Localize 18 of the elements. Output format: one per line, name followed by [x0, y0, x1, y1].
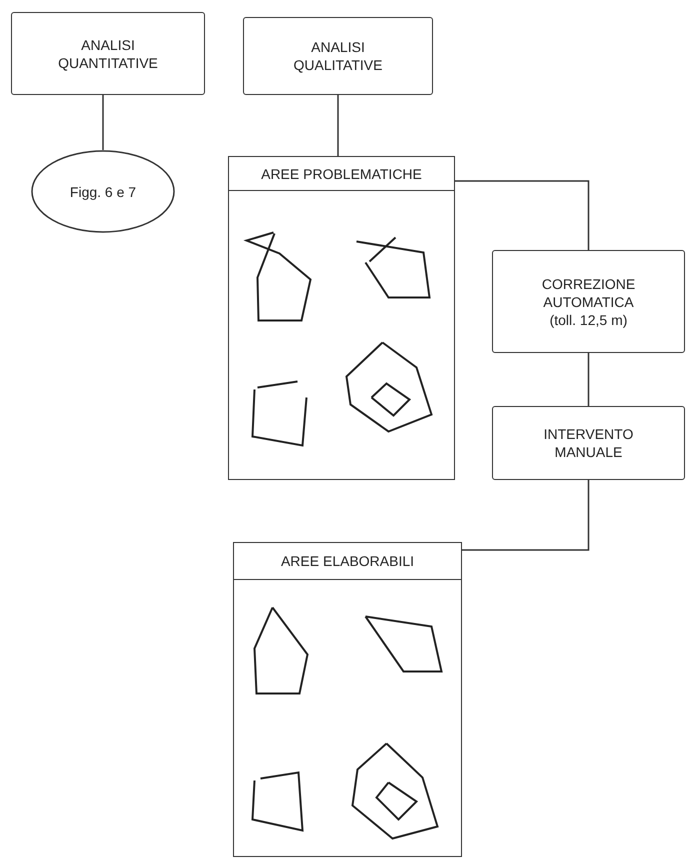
node-label: CORREZIONE AUTOMATICA (toll. 12,5 m) — [540, 274, 636, 328]
connector-line — [462, 480, 590, 551]
node-label: ANALISI QUANTITATIVE — [57, 36, 159, 72]
node-label: ANALISI QUALITATIVE — [292, 38, 384, 74]
process-box — [243, 17, 433, 95]
node-label: Figg. 6 e 7 — [68, 182, 138, 200]
process-box — [11, 12, 205, 95]
panel-title: AREE ELABORABILI — [280, 552, 416, 570]
process-box — [492, 406, 685, 480]
process-box — [492, 250, 685, 353]
connector-line — [337, 95, 339, 156]
connector-line — [455, 180, 590, 250]
panel — [233, 542, 462, 857]
connector-line — [102, 95, 104, 150]
connector-line — [588, 353, 590, 406]
panel — [228, 156, 455, 480]
panel-title: AREE PROBLEMATICHE — [260, 164, 423, 182]
node-label: INTERVENTO MANUALE — [542, 425, 634, 461]
